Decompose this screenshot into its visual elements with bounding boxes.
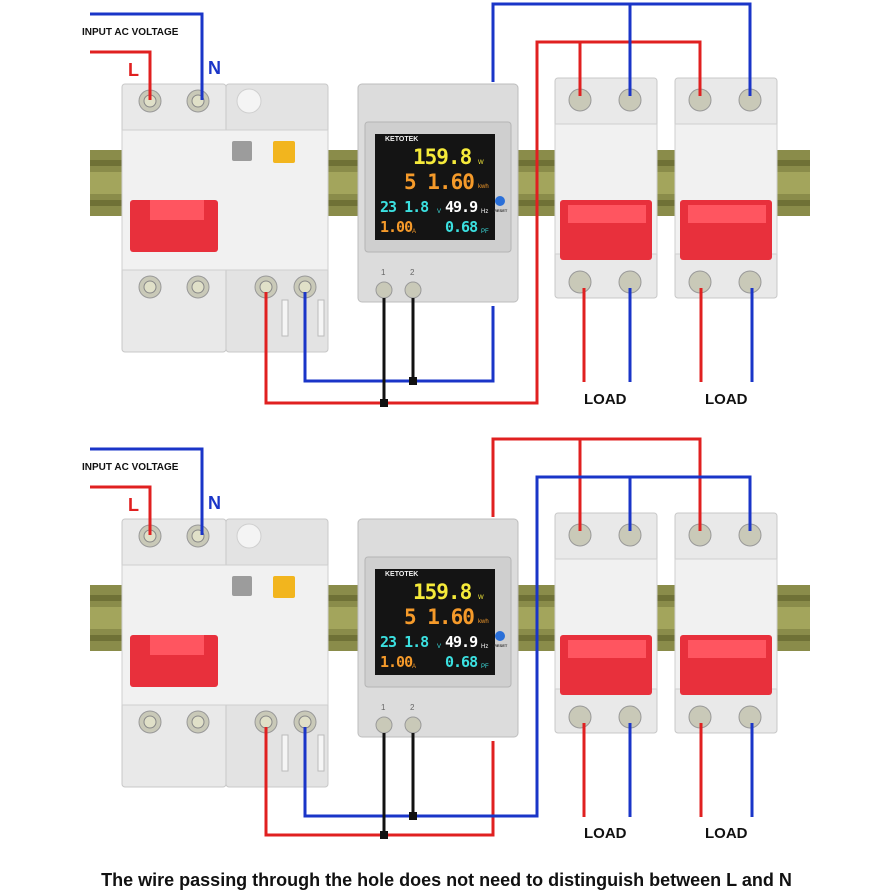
load-label-1: LOAD: [584, 391, 627, 408]
frequency-reading: 49.9: [445, 633, 478, 651]
energy-unit: kwh: [478, 184, 489, 190]
power-factor-reading: 0.68: [445, 653, 478, 671]
current-unit: A: [412, 229, 417, 235]
reset-label: RESET: [494, 643, 508, 648]
input-live-wire: [90, 50, 152, 100]
load-label-2: LOAD: [705, 391, 748, 408]
voltage-reading: 23 1.8: [380, 198, 429, 216]
power-unit: W: [478, 595, 484, 601]
live-return-wire: [264, 727, 495, 837]
voltage-unit: V: [437, 209, 442, 215]
neutral-label: N: [208, 58, 221, 78]
energy-unit: kwh: [478, 619, 489, 625]
live-label: L: [128, 60, 139, 80]
power-factor-unit: PF: [481, 229, 489, 235]
terminal-1-label: 1: [381, 703, 386, 712]
load-breaker-2: [674, 77, 778, 299]
terminal-1-label: 1: [381, 268, 386, 277]
frequency-reading: 49.9: [445, 198, 478, 216]
voltage-reading: 23 1.8: [380, 633, 429, 651]
energy-meter: [357, 83, 519, 303]
diagram-caption: The wire passing through the hole does n…: [101, 870, 792, 890]
wires: [90, 437, 754, 837]
meter-brand: KETOTEK: [385, 136, 419, 143]
main-breaker: [121, 518, 329, 788]
power-reading: 159.8: [413, 580, 472, 604]
neutral-label: N: [208, 493, 221, 513]
load-label-1: LOAD: [584, 825, 627, 842]
junction-dot: [409, 377, 417, 385]
energy-reading: 5 1.60: [404, 170, 475, 194]
live-label: L: [128, 495, 139, 515]
current-reading: 1.00: [380, 218, 413, 236]
power-unit: W: [478, 160, 484, 166]
energy-meter: [357, 518, 519, 738]
input-ac-voltage-label: INPUT AC VOLTAGE: [82, 27, 179, 38]
wiring-diagram-top: INPUT AC VOLTAGE L N LOAD LOAD KETOTEK 1…: [0, 0, 893, 430]
junction-dot: [380, 831, 388, 839]
neutral-return-wire: [303, 292, 495, 383]
energy-reading: 5 1.60: [404, 605, 475, 629]
frequency-unit: Hz: [481, 209, 489, 215]
reset-label: RESET: [494, 208, 508, 213]
power-factor-reading: 0.68: [445, 218, 478, 236]
load-breaker-2: [674, 512, 778, 734]
current-unit: A: [412, 664, 417, 670]
terminal-2-label: 2: [410, 703, 415, 712]
wires: [90, 2, 754, 405]
current-reading: 1.00: [380, 653, 413, 671]
power-reading: 159.8: [413, 145, 472, 169]
input-ac-voltage-label: INPUT AC VOLTAGE: [82, 462, 179, 473]
diagram-graphics: [90, 2, 810, 407]
voltage-unit: V: [437, 644, 442, 650]
wiring-diagram-bottom: INPUT AC VOLTAGE L N LOAD LOAD KETOTEK 1…: [0, 435, 893, 865]
junction-dot: [380, 399, 388, 407]
input-neutral-wire: [90, 447, 204, 535]
input-live-wire: [90, 485, 152, 535]
terminal-2-label: 2: [410, 268, 415, 277]
meter-brand: KETOTEK: [385, 571, 419, 578]
power-factor-unit: PF: [481, 664, 489, 670]
live-distribution-wire: [491, 437, 702, 531]
neutral-distribution-wire: [491, 2, 752, 96]
live-distribution-wire: [264, 40, 702, 405]
neutral-distribution-wire: [303, 475, 752, 818]
main-breaker: [121, 83, 329, 353]
junction-dot: [409, 812, 417, 820]
diagram-graphics: [90, 437, 810, 839]
load-breaker-1: [554, 512, 658, 734]
load-breaker-1: [554, 77, 658, 299]
input-neutral-wire: [90, 12, 204, 100]
load-label-2: LOAD: [705, 825, 748, 842]
frequency-unit: Hz: [481, 644, 489, 650]
